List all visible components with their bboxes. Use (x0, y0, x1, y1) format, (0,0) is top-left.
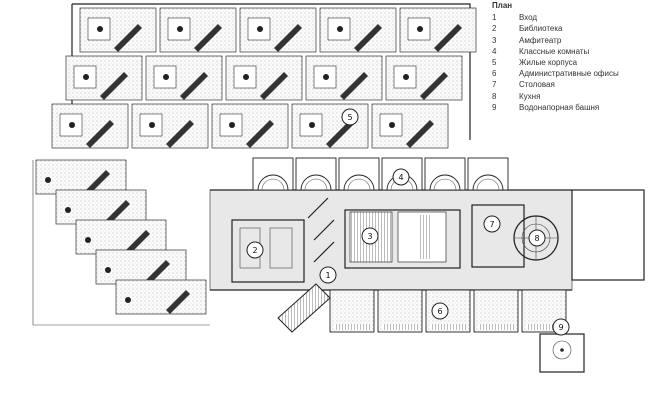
dining-kitchen (471, 204, 559, 268)
legend-item: 4 Классные комнаты (492, 46, 648, 57)
entrance-ramp (277, 283, 331, 333)
residential-units (35, 7, 477, 315)
callout-8: 8 (528, 229, 546, 247)
legend-item: 9 Водонапорная башня (492, 102, 648, 113)
callout-7: 7 (483, 215, 501, 233)
svg-text:9: 9 (558, 323, 563, 332)
legend-item-label: Классные комнаты (519, 46, 590, 56)
callout-6: 6 (431, 302, 449, 320)
legend-item: 2 Библиотека (492, 23, 648, 34)
svg-text:4: 4 (398, 173, 403, 182)
legend-item-number: 4 (492, 46, 497, 56)
legend-item-number: 3 (492, 35, 497, 45)
legend-item-number: 6 (492, 69, 497, 79)
legend-item-label: Административные офисы (519, 69, 619, 79)
classroom-row (252, 157, 509, 191)
legend-item: 3 Амфитеатр (492, 35, 648, 46)
legend-title: План (492, 1, 513, 10)
water-tower-plan (539, 333, 585, 373)
callout-4: 4 (392, 168, 410, 186)
callout-9: 9 (552, 318, 570, 336)
svg-text:2: 2 (252, 246, 257, 255)
legend-item-number: 8 (492, 91, 497, 101)
legend-item-number: 2 (492, 24, 497, 34)
callout-1: 1 (319, 266, 337, 284)
legend-item-number: 5 (492, 58, 497, 68)
legend-item-label: Амфитеатр (519, 35, 562, 45)
legend-item: 6 Административные офисы (492, 68, 648, 79)
legend-item: 5 Жилые корпуса (492, 57, 648, 68)
svg-text:5: 5 (347, 113, 352, 122)
callout-2: 2 (246, 241, 264, 259)
callout-3: 3 (361, 227, 379, 245)
legend-item-label: Водонапорная башня (519, 102, 600, 112)
legend-list: 1 Вход 2 Библиотека 3 Амфитеатр 4 Классные комн… (492, 12, 648, 113)
legend-item: 8 Кухня (492, 91, 648, 102)
svg-text:8: 8 (534, 234, 539, 243)
legend-item-label: Жилые корпуса (519, 58, 578, 68)
legend-item-label: Библиотека (519, 24, 563, 34)
legend-item: 1 Вход (492, 12, 648, 23)
plan-legend: План 1 Вход 2 Библиотека 3 Амфитеатр 4 Классные… (492, 0, 648, 113)
svg-text:7: 7 (489, 220, 494, 229)
svg-text:3: 3 (367, 232, 372, 241)
library-plan (231, 197, 335, 283)
svg-text:1: 1 (325, 271, 330, 280)
legend-item-number: 9 (492, 102, 497, 112)
legend-item: 7 Столовая (492, 79, 648, 90)
legend-item-number: 7 (492, 80, 497, 90)
callout-5: 5 (341, 108, 359, 126)
svg-text:6: 6 (437, 307, 442, 316)
legend-item-number: 1 (492, 13, 497, 23)
legend-item-label: Кухня (519, 91, 541, 101)
legend-item-label: Вход (519, 13, 538, 23)
legend-item-label: Столовая (519, 80, 555, 90)
